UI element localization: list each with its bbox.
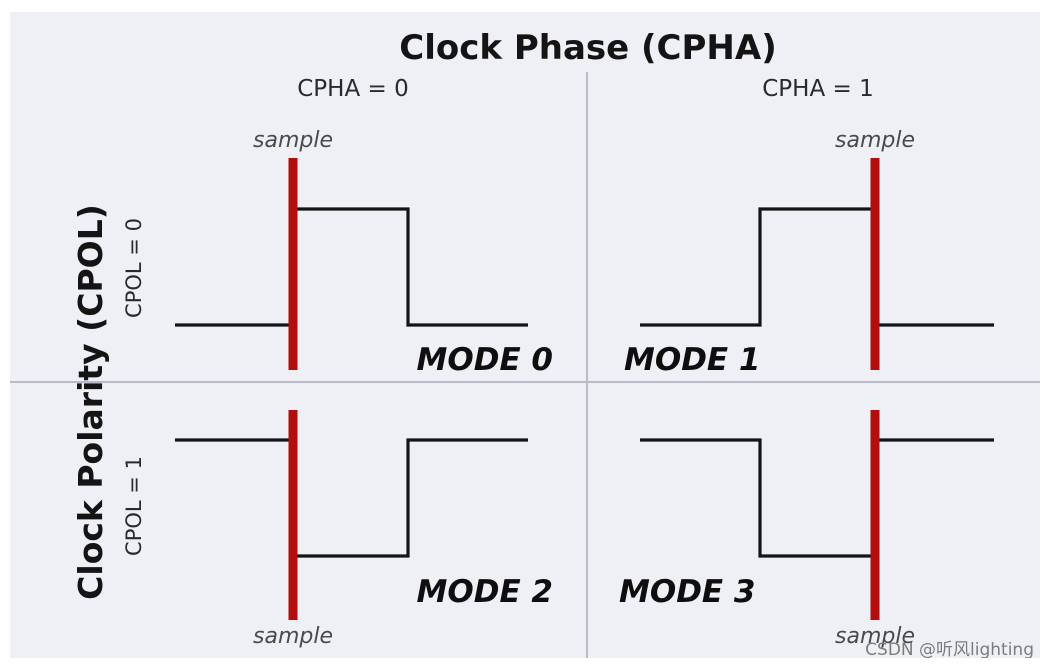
watermark-text: CSDN @听风lighting — [865, 640, 1034, 658]
row-header-cpol-1: CPOL = 1 — [122, 456, 146, 556]
diagram-title: Clock Phase (CPHA) — [399, 28, 777, 68]
mode-2-label: MODE 2 — [417, 574, 553, 610]
mode-1-cell: sample MODE 1 — [624, 128, 994, 378]
mode-3-sample-label: sample — [835, 624, 915, 649]
mode-0-sample-label: sample — [253, 128, 333, 153]
mode-3-cell: sample MODE 3 — [619, 410, 994, 649]
row-header-cpol-0: CPOL = 0 — [122, 218, 146, 318]
mode-3-label: MODE 3 — [619, 574, 755, 610]
mode-0-cell: sample MODE 0 — [175, 128, 553, 378]
mode-1-sample-label: sample — [835, 128, 915, 153]
mode-1-label: MODE 1 — [624, 342, 760, 378]
column-header-cpha-1: CPHA = 1 — [762, 76, 874, 102]
row-axis-title: Clock Polarity (CPOL) — [71, 204, 110, 600]
mode-1-clock-waveform — [640, 207, 994, 327]
diagram-panel: Clock Phase (CPHA) CPHA = 0 CPHA = 1 Clo… — [10, 12, 1040, 658]
mode-3-clock-waveform — [640, 438, 994, 558]
mode-2-sample-label: sample — [253, 624, 333, 649]
spi-modes-diagram: Clock Phase (CPHA) CPHA = 0 CPHA = 1 Clo… — [10, 28, 1040, 658]
column-header-cpha-0: CPHA = 0 — [297, 76, 409, 102]
mode-0-clock-waveform — [175, 207, 528, 327]
mode-2-cell: sample MODE 2 — [175, 410, 553, 649]
mode-2-clock-waveform — [175, 438, 528, 558]
mode-0-label: MODE 0 — [417, 342, 553, 378]
